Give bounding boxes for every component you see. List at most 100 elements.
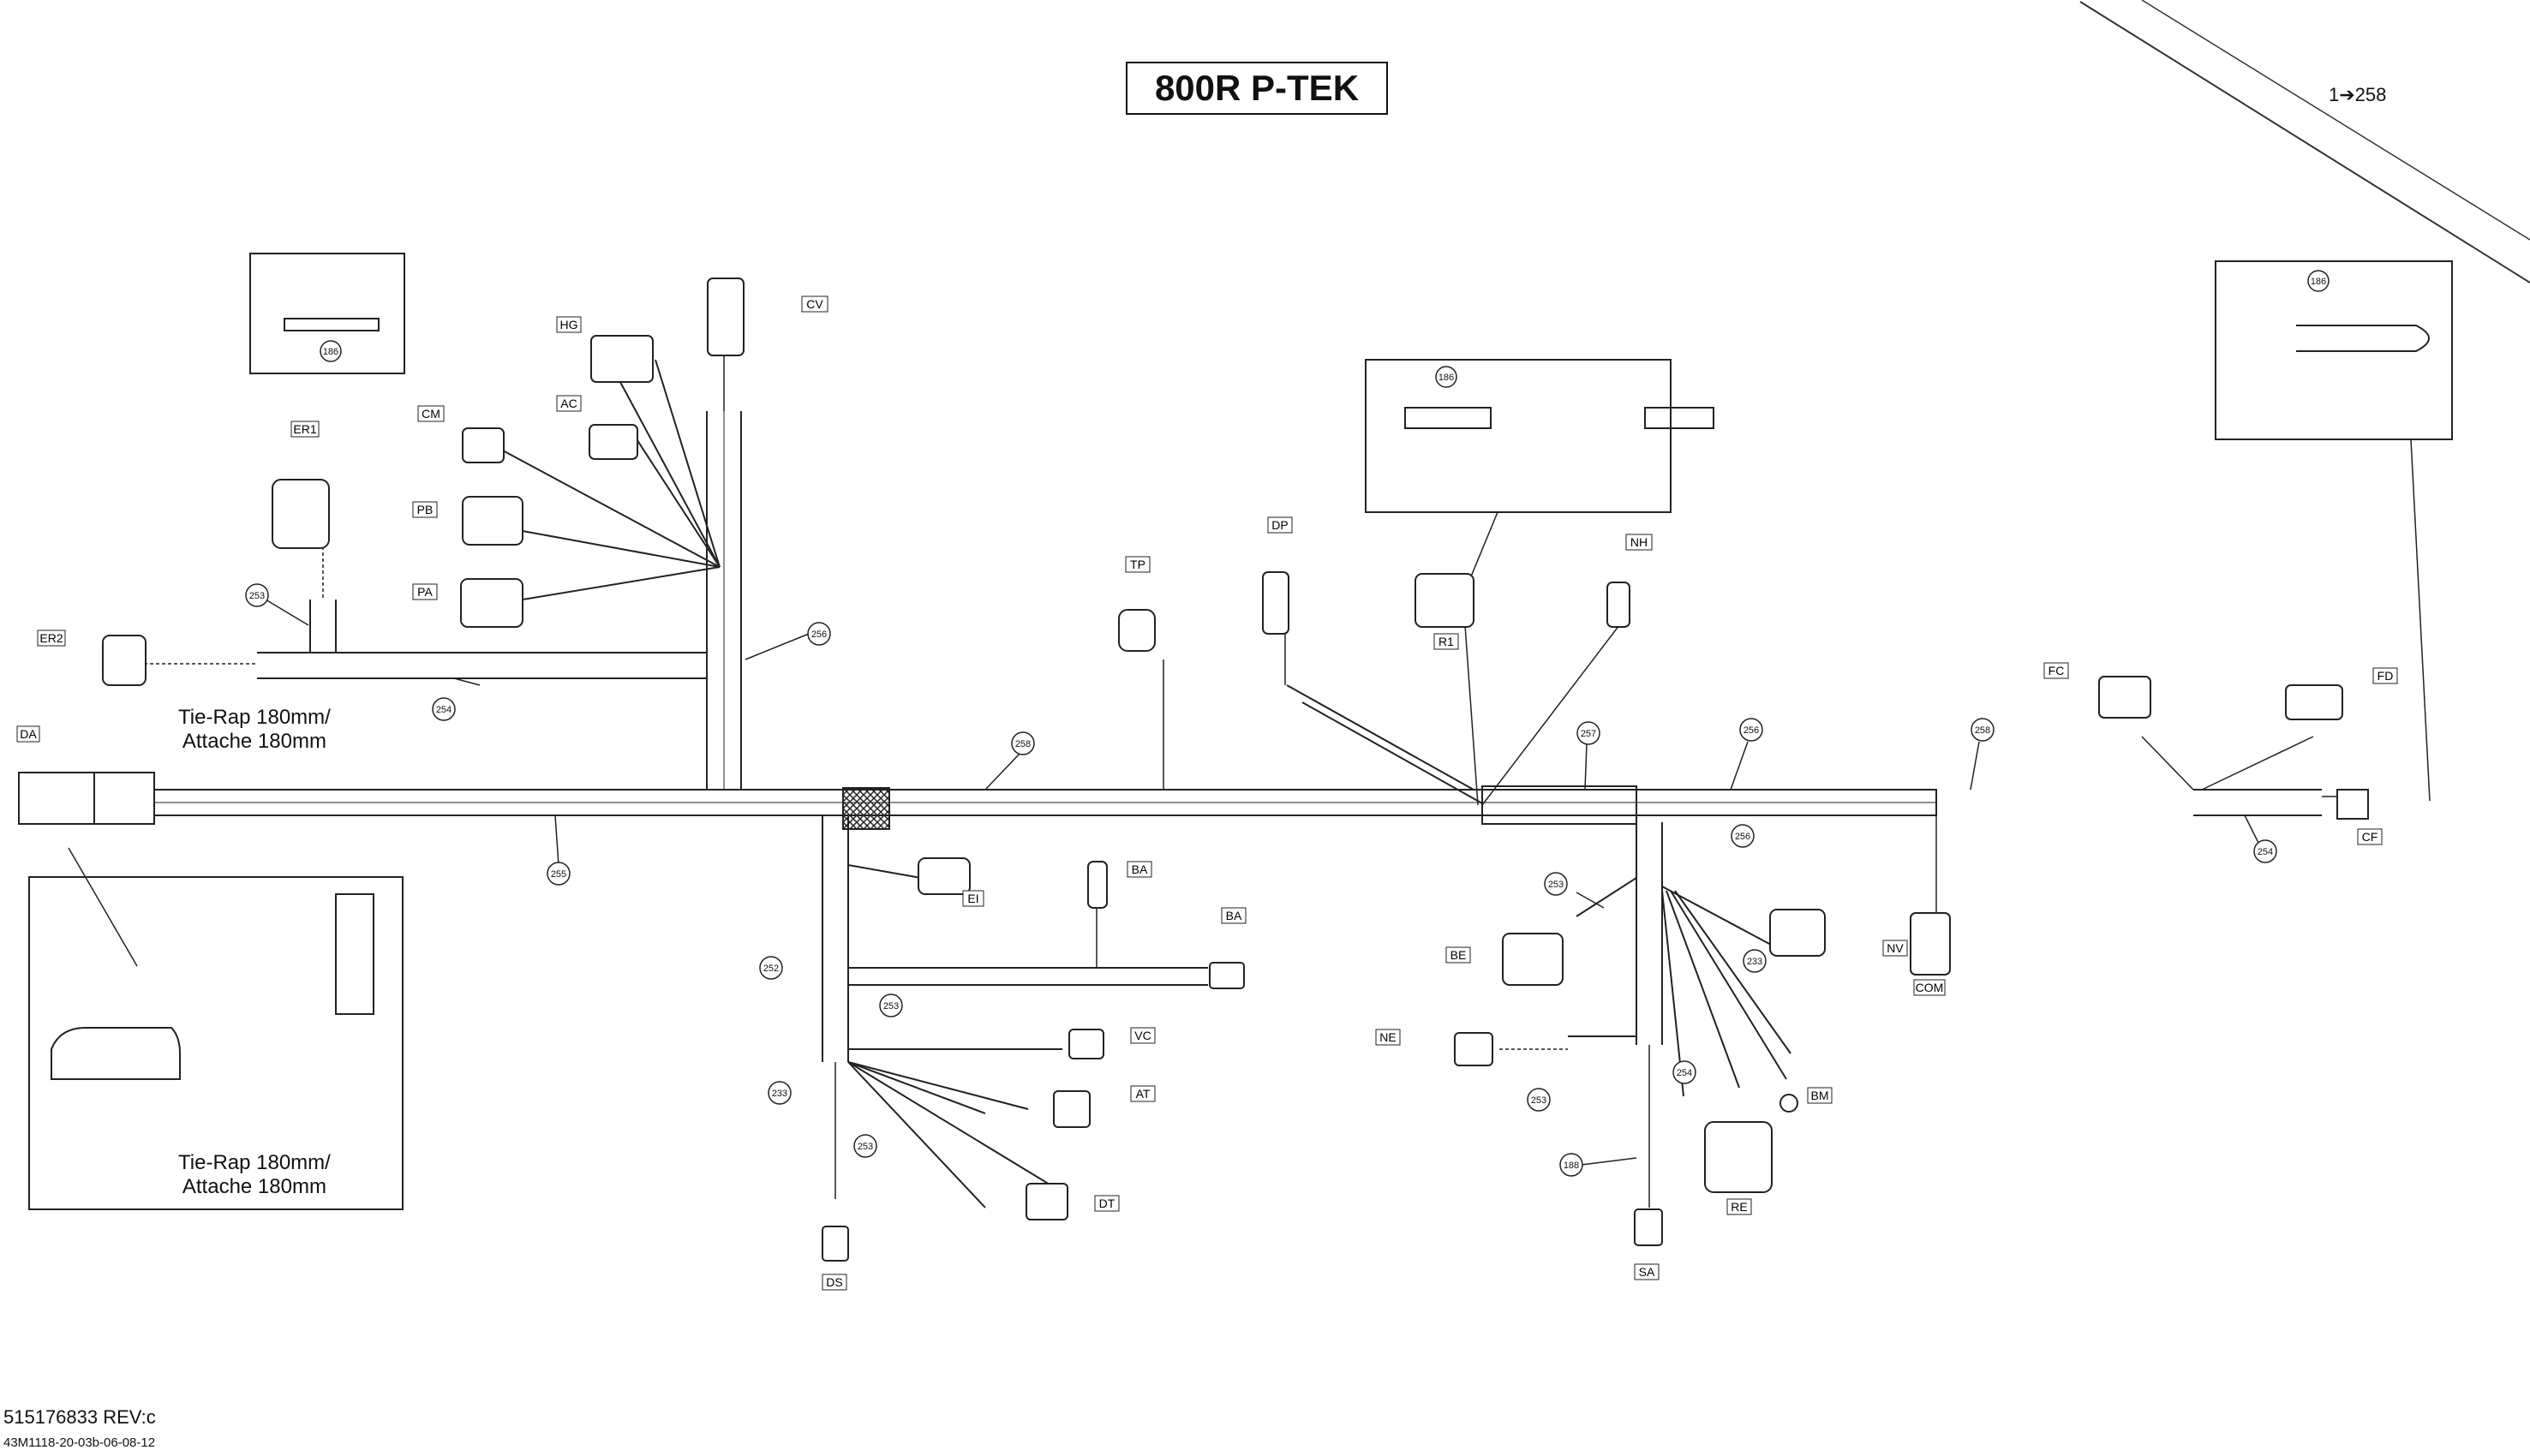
- label-ei: EI: [962, 890, 984, 907]
- svg-text:ER2: ER2: [39, 631, 63, 645]
- svg-text:254: 254: [436, 705, 452, 715]
- svg-text:254: 254: [1677, 1068, 1692, 1078]
- connector-glyphs: [102, 277, 2369, 1262]
- inset-da-detail: [28, 847, 404, 1210]
- svg-text:DT: DT: [1099, 1196, 1115, 1210]
- callout-253e: 253: [1527, 1088, 1551, 1112]
- svg-text:NV: NV: [1887, 941, 1904, 955]
- tie-rap-note-top: Tie-Rap 180mm/ Attache 180mm: [178, 706, 331, 753]
- svg-text:HG: HG: [560, 318, 578, 331]
- label-fd: FD: [2372, 667, 2398, 684]
- callout-186c: 186: [2307, 270, 2330, 292]
- svg-text:AC: AC: [560, 397, 577, 410]
- svg-text:186: 186: [2311, 277, 2326, 287]
- label-com: COM: [1913, 979, 1946, 996]
- label-da: DA: [16, 725, 40, 743]
- callout-256c: 256: [1731, 824, 1755, 848]
- svg-text:188: 188: [1564, 1161, 1579, 1171]
- label-ds: DS: [822, 1274, 847, 1291]
- callout-186a: 186: [320, 340, 342, 362]
- callout-256a: 256: [745, 622, 831, 660]
- callout-258b: 258: [1970, 718, 1995, 791]
- svg-text:233: 233: [772, 1089, 787, 1099]
- label-cf: CF: [2357, 828, 2383, 845]
- label-ac: AC: [556, 395, 582, 412]
- mesh-junction: [842, 787, 890, 830]
- svg-text:CV: CV: [806, 297, 823, 311]
- svg-text:256: 256: [1735, 832, 1750, 842]
- svg-text:ER1: ER1: [293, 422, 316, 436]
- callout-253c: 253: [853, 1134, 877, 1158]
- label-vc: VC: [1130, 1027, 1156, 1044]
- label-be: BE: [1445, 946, 1471, 964]
- label-ba: BA: [1221, 907, 1247, 924]
- callout-254a: 254: [432, 677, 481, 721]
- label-ne: NE: [1375, 1029, 1401, 1046]
- callout-233a: 233: [768, 1081, 792, 1105]
- svg-text:254: 254: [2258, 847, 2273, 857]
- svg-text:PB: PB: [417, 503, 434, 516]
- label-cv: CV: [801, 295, 828, 313]
- label-er2: ER2: [37, 630, 66, 647]
- callout-254c: 254: [1672, 1060, 1696, 1084]
- svg-text:FC: FC: [2049, 664, 2065, 677]
- label-pb: PB: [412, 501, 438, 518]
- label-fc: FC: [2043, 662, 2069, 679]
- svg-text:BA: BA: [1132, 862, 1148, 876]
- label-sa: SA: [1634, 1263, 1660, 1280]
- label-tp: TP: [1125, 556, 1151, 573]
- callout-233b: 233: [1743, 949, 1767, 973]
- svg-text:CM: CM: [422, 407, 440, 421]
- svg-text:COM: COM: [1916, 981, 1944, 994]
- svg-text:NH: NH: [1630, 535, 1648, 549]
- label-dt: DT: [1094, 1195, 1120, 1212]
- document-subcode: 43M1118-20-03b-06-08-12: [3, 1435, 156, 1450]
- svg-text:253: 253: [249, 591, 265, 601]
- svg-text:AT: AT: [1136, 1087, 1151, 1101]
- svg-text:258: 258: [1015, 739, 1031, 749]
- svg-text:258: 258: [1975, 725, 1990, 736]
- callout-253b: 253: [879, 994, 903, 1017]
- svg-text:FD: FD: [2377, 669, 2394, 683]
- svg-text:EI: EI: [967, 892, 978, 905]
- callout-252: 252: [759, 956, 783, 980]
- svg-text:BM: BM: [1811, 1089, 1829, 1102]
- label-r1: R1: [1433, 633, 1459, 650]
- label-dp: DP: [1267, 516, 1293, 534]
- callout-188: 188: [1559, 1153, 1637, 1177]
- reference-label: 1➔258: [2329, 84, 2387, 105]
- label-nh: NH: [1625, 534, 1653, 551]
- inset-com-detail: [2215, 260, 2453, 802]
- diagram-title: 800R P-TEK: [1126, 62, 1388, 115]
- svg-text:257: 257: [1581, 729, 1596, 739]
- svg-text:DS: DS: [826, 1275, 842, 1289]
- callout-253d: 253: [1544, 872, 1605, 909]
- svg-text:BA: BA: [1226, 909, 1242, 922]
- inset-r1-detail: [1365, 359, 1714, 592]
- svg-text:VC: VC: [1134, 1029, 1151, 1042]
- callout-255: 255: [547, 815, 571, 886]
- svg-text:PA: PA: [417, 585, 433, 599]
- svg-text:253: 253: [1531, 1095, 1546, 1106]
- main-harness-trunk: [153, 789, 1937, 816]
- document-number: 515176833 REV:c: [3, 1406, 156, 1428]
- svg-text:BE: BE: [1450, 948, 1467, 962]
- callouts: 253 254 256 258 255 252 253 253 233 257 …: [245, 270, 2330, 1177]
- callout-254b: 254: [2244, 815, 2277, 863]
- svg-text:R1: R1: [1438, 635, 1454, 648]
- label-pa: PA: [412, 583, 438, 600]
- label-nv: NV: [1882, 940, 1908, 957]
- svg-text:CF: CF: [2362, 830, 2378, 844]
- svg-text:255: 255: [551, 869, 566, 880]
- svg-text:186: 186: [1438, 373, 1454, 383]
- callout-258a: 258: [984, 731, 1035, 791]
- svg-text:253: 253: [1548, 880, 1564, 890]
- tie-rap-note-bottom: Tie-Rap 180mm/ Attache 180mm: [178, 1151, 331, 1198]
- callout-253a: 253: [245, 583, 309, 626]
- svg-text:TP: TP: [1130, 558, 1145, 571]
- svg-text:DA: DA: [20, 727, 37, 741]
- svg-text:RE: RE: [1731, 1200, 1747, 1214]
- label-ba-coil: BA: [1127, 861, 1152, 878]
- svg-text:233: 233: [1747, 957, 1762, 967]
